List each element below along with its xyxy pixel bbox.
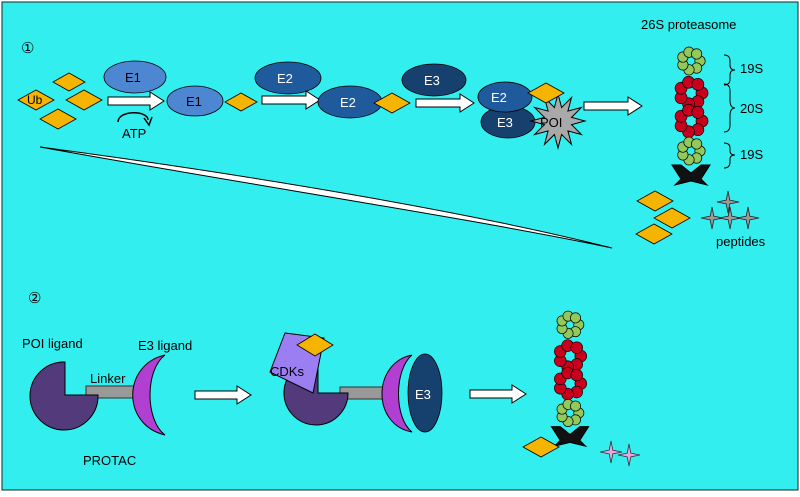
e3-ligand-label: E3 ligand — [138, 338, 192, 353]
recycle-arrow — [39, 146, 613, 249]
e2-label: E2 — [277, 71, 293, 86]
ub-label: Ub — [27, 93, 43, 107]
label-19s-top: 19S — [740, 61, 763, 76]
e1-ub-complex — [166, 85, 224, 117]
peptide-star — [617, 443, 641, 467]
cdks-label: CDKs — [270, 364, 304, 379]
e3-enzyme — [401, 63, 467, 97]
protac-molecule — [29, 354, 166, 436]
ub-diamond — [527, 82, 565, 104]
poi-ligand-label: POI ligand — [22, 336, 83, 351]
section-1-marker: ① — [21, 40, 34, 57]
ub-diamond — [296, 333, 334, 357]
proteasome-cap-arrow — [671, 164, 711, 186]
ub-diamond — [224, 92, 258, 112]
peptide-star — [736, 206, 760, 230]
subunit-19s — [570, 312, 581, 324]
ub-diamond — [39, 108, 77, 130]
subunit-19s — [570, 400, 581, 412]
e3-label: E3 — [424, 73, 440, 88]
subunit-20s — [691, 78, 705, 91]
e2-complex-label: E2 — [491, 90, 507, 105]
ub-diamond — [653, 207, 691, 229]
poi-label: POI — [540, 115, 562, 130]
peptide-star — [700, 206, 724, 230]
peptide-star — [718, 206, 742, 230]
ternary-complex: E3 — [269, 332, 443, 433]
subunit-19s — [691, 48, 703, 60]
proteasome-cap-arrow — [550, 426, 590, 448]
poi-star — [529, 92, 587, 150]
e3-ligase — [407, 353, 443, 433]
arrow-to-proteasome-2 — [469, 384, 527, 404]
bracket-19s-top — [723, 54, 736, 86]
arrow-e2-to-e3 — [415, 93, 475, 113]
e2-e3-poi-complex: E3 E2 POI — [477, 81, 587, 150]
ub-diamond — [635, 223, 673, 245]
arrow-protac-to-complex — [194, 385, 252, 405]
subunit-20s — [691, 106, 705, 119]
peptide-star — [716, 190, 740, 214]
linker-label: Linker — [90, 371, 126, 386]
protac-label: PROTAC — [83, 453, 136, 468]
subunit-20s — [570, 368, 583, 382]
bracket-20s — [723, 83, 736, 133]
ub-diamond — [52, 72, 86, 92]
atp-curl-arrow — [117, 112, 149, 123]
section-2-marker: ② — [28, 290, 41, 307]
proteasome-26s-second — [550, 310, 590, 448]
ub-diamond — [65, 89, 103, 111]
proteasome-26s — [671, 46, 711, 186]
e2-enzyme — [254, 61, 322, 95]
e2-complex-enzyme — [477, 81, 533, 113]
peptide-products: peptides — [635, 190, 766, 249]
arrow-to-proteasome — [583, 96, 643, 116]
atp-curl-head — [143, 116, 153, 127]
e1-label: E1 — [125, 70, 141, 85]
ub-cluster: Ub — [17, 72, 103, 130]
e1-ub-label: E1 — [186, 94, 202, 109]
arrow-ub-to-e1 — [107, 91, 165, 111]
arrow-e1-to-e2 — [261, 90, 321, 110]
bracket-19s-bottom — [723, 142, 736, 169]
e3-ligand-crescent — [132, 354, 166, 436]
peptides-label: peptides — [716, 234, 766, 249]
proteasome-title: 26S proteasome — [641, 17, 736, 32]
label-19s-bottom: 19S — [740, 147, 763, 162]
e3-complex-label: E3 — [497, 115, 513, 130]
ub-diamond — [17, 89, 55, 111]
ub-diamond — [636, 190, 674, 212]
ub-diamond — [522, 436, 560, 458]
subunit-19s — [691, 138, 703, 150]
subunit-20s — [570, 341, 583, 354]
poi-ligand-shape — [29, 361, 99, 431]
e2-ub-label: E2 — [340, 95, 356, 110]
ub-diamond — [373, 92, 411, 114]
ternary-e3-ligand — [381, 354, 413, 433]
atp-label: ATP — [122, 126, 146, 141]
label-20s: 20S — [740, 101, 763, 116]
ternary-e3-label: E3 — [415, 387, 431, 402]
e1-enzyme — [103, 60, 167, 94]
peptide-star — [599, 440, 623, 464]
